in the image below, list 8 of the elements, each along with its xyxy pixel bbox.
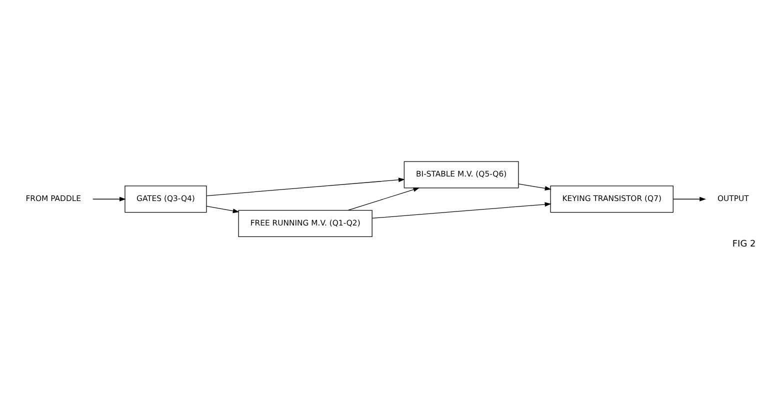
arrow bbox=[372, 202, 552, 218]
arrow bbox=[206, 177, 405, 196]
arrow bbox=[206, 205, 240, 213]
arrow bbox=[672, 196, 706, 201]
caption: FIG 2 bbox=[732, 238, 756, 249]
arrow bbox=[348, 186, 420, 210]
arrow bbox=[92, 196, 126, 201]
arrow bbox=[518, 183, 552, 190]
